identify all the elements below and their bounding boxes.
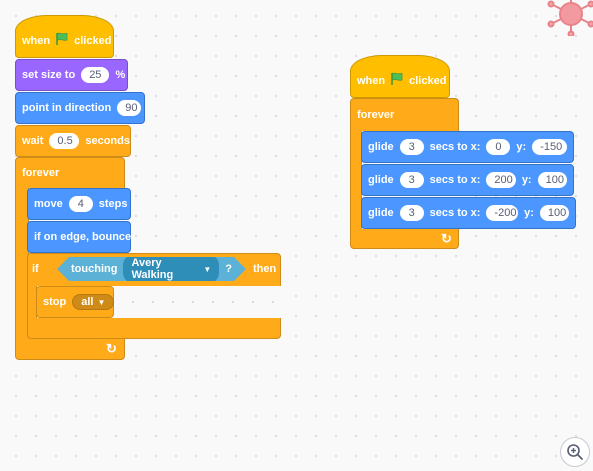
virus-sprite-icon: [547, 0, 593, 36]
secs-to-x-label: secs to x:: [429, 141, 481, 153]
dropdown-caret-icon: ▼: [97, 297, 106, 307]
stop-label: stop: [43, 296, 67, 308]
stop-block[interactable]: stop all ▼: [36, 286, 115, 318]
if-label: if: [32, 263, 39, 275]
glide-block[interactable]: glide 3 secs to x: -200 y: 100: [361, 197, 576, 229]
when-label: when: [22, 34, 51, 47]
green-flag-icon: [390, 72, 404, 89]
loop-arrow-icon: ↻: [441, 231, 452, 246]
touching-target-value: Avery Walking: [131, 257, 174, 281]
dropdown-caret-icon: ▼: [203, 264, 212, 274]
y-label: y:: [521, 174, 532, 186]
wait-label: wait: [22, 135, 44, 147]
move-steps-block[interactable]: move 4 steps: [27, 188, 131, 220]
bounce-label: if on edge, bounce: [34, 231, 132, 243]
zoom-in-icon: [567, 444, 583, 460]
glide-y-input[interactable]: 100: [539, 205, 569, 221]
glide-label: glide: [368, 141, 394, 153]
touching-condition[interactable]: touching Avery Walking ▼ ?: [57, 257, 246, 281]
wait-value-input[interactable]: 0.5: [49, 133, 80, 149]
zoom-in-button[interactable]: [560, 437, 590, 467]
secs-to-x-label: secs to x:: [429, 207, 481, 219]
set-size-label: set size to: [22, 69, 76, 81]
stop-option-value: all: [81, 296, 94, 308]
steps-label: steps: [98, 198, 128, 210]
if-then-block[interactable]: if then: [27, 253, 283, 339]
clicked-label: clicked: [409, 74, 447, 87]
wait-block[interactable]: wait 0.5 seconds: [15, 125, 131, 157]
when-label: when: [357, 74, 386, 87]
when-flag-clicked-hat-block[interactable]: when clicked: [350, 55, 450, 98]
question-mark-label: ?: [225, 263, 232, 275]
y-label: y:: [516, 141, 527, 153]
glide-x-input[interactable]: -200: [486, 205, 519, 221]
direction-value-input[interactable]: 90: [117, 100, 142, 116]
clicked-label: clicked: [74, 34, 112, 47]
glide-y-input[interactable]: 100: [537, 172, 567, 188]
steps-value-input[interactable]: 4: [68, 196, 93, 212]
secs-to-x-label: secs to x:: [429, 174, 481, 186]
touching-target-dropdown[interactable]: Avery Walking ▼: [123, 255, 219, 283]
point-in-direction-block[interactable]: point in direction 90: [15, 92, 145, 124]
then-label: then: [253, 263, 277, 275]
percent-label: %: [115, 69, 126, 81]
glide-secs-input[interactable]: 3: [399, 139, 424, 155]
forever-label: forever: [357, 109, 395, 121]
glide-block[interactable]: glide 3 secs to x: 200 y: 100: [361, 164, 574, 196]
glide-label: glide: [368, 207, 394, 219]
point-direction-label: point in direction: [22, 102, 112, 114]
move-label: move: [34, 198, 63, 210]
glide-label: glide: [368, 174, 394, 186]
if-on-edge-bounce-block[interactable]: if on edge, bounce: [27, 221, 131, 253]
glide-secs-input[interactable]: 3: [399, 172, 424, 188]
glide-y-input[interactable]: -150: [532, 139, 567, 155]
seconds-label: seconds: [85, 135, 130, 147]
set-size-block[interactable]: set size to 25 %: [15, 59, 128, 91]
forever-label: forever: [22, 167, 60, 179]
stop-option-dropdown[interactable]: all ▼: [72, 294, 115, 310]
loop-arrow-icon: ↻: [106, 341, 117, 356]
green-flag-icon: [55, 32, 69, 49]
touching-label: touching: [71, 263, 118, 275]
glide-block[interactable]: glide 3 secs to x: 0 y: -150: [361, 131, 574, 163]
glide-x-input[interactable]: 200: [486, 172, 516, 188]
when-flag-clicked-hat-block[interactable]: when clicked: [15, 15, 114, 58]
y-label: y:: [524, 207, 534, 219]
glide-secs-input[interactable]: 3: [399, 205, 424, 221]
size-value-input[interactable]: 25: [81, 67, 110, 83]
glide-x-input[interactable]: 0: [486, 139, 511, 155]
